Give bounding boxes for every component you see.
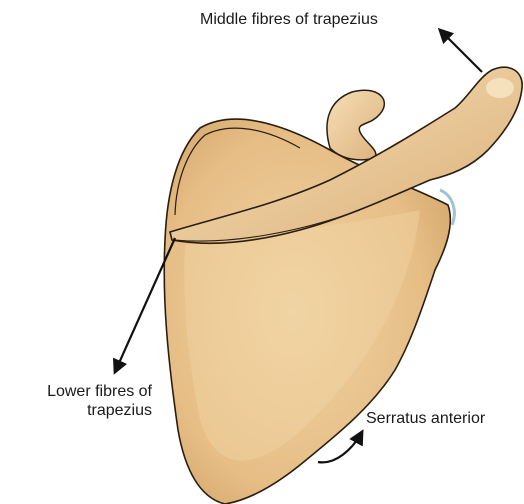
arrow-middle-trapezius — [440, 30, 482, 72]
acromion-highlight — [486, 78, 514, 98]
label-middle-fibres-trapezius: Middle fibres of trapezius — [200, 10, 378, 29]
coracoid-process — [327, 90, 384, 160]
label-serratus-anterior: Serratus anterior — [366, 409, 485, 428]
label-lower-fibres-line2: trapezius — [12, 401, 152, 420]
label-lower-fibres-line1: Lower fibres of — [12, 382, 152, 401]
label-lower-fibres-trapezius: Lower fibres of trapezius — [12, 382, 152, 420]
